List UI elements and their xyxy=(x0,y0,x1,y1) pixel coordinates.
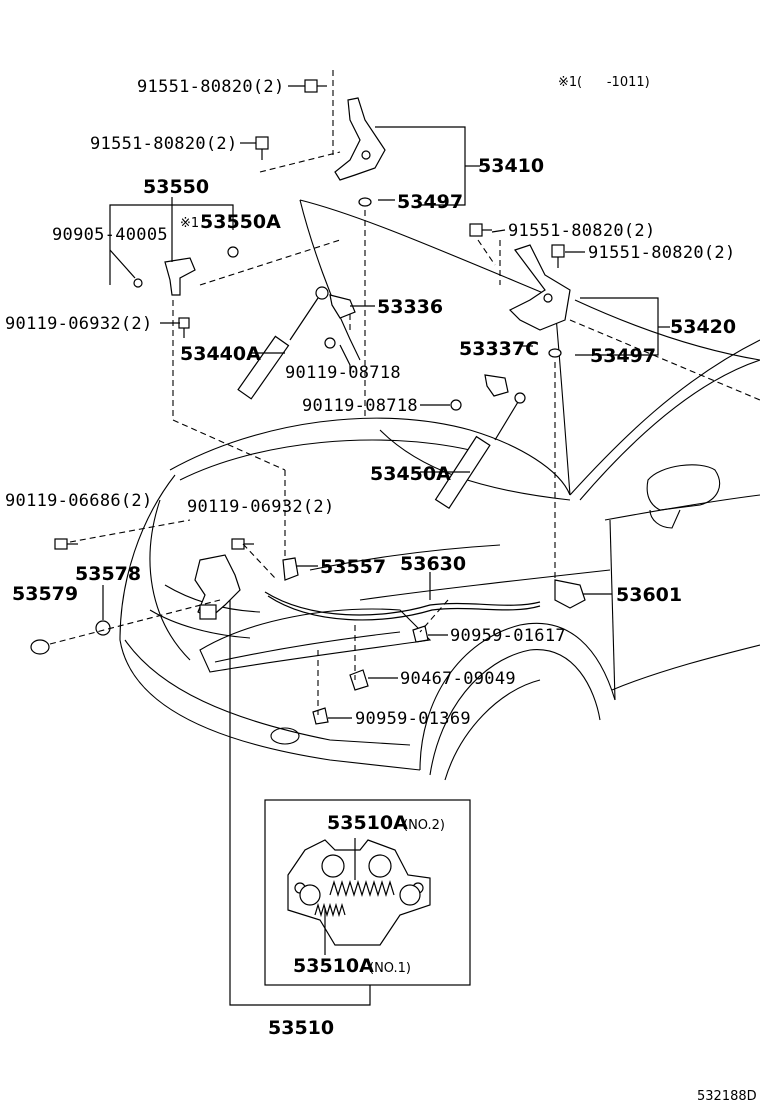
figure-code: 532188D xyxy=(697,1089,757,1104)
bolt-90119-08718-b xyxy=(450,399,462,411)
label-91551-80820-c: 91551-80820(2) xyxy=(508,221,656,241)
bolt-91551-d xyxy=(551,244,565,268)
cushion-53578 xyxy=(95,620,111,636)
label-53497-a: 53497 xyxy=(397,191,463,213)
clip-90959-01617 xyxy=(412,625,429,643)
label-53557: 53557 xyxy=(320,556,386,578)
label-53497-b: 53497 xyxy=(590,345,656,367)
lever-53601 xyxy=(554,579,586,609)
label-91551-80820-d: 91551-80820(2) xyxy=(588,243,736,263)
bolt-90119-06686 xyxy=(54,538,78,550)
label-53578: 53578 xyxy=(75,563,141,585)
label-53510A-no2: 53510A xyxy=(327,812,408,834)
bracket-53337C xyxy=(484,374,509,397)
label-53510A-no2-sub: (NO.2) xyxy=(403,818,445,833)
label-90119-08718-b: 90119-08718 xyxy=(302,396,418,416)
label-53630: 53630 xyxy=(400,553,466,575)
label-90959-01617: 90959-01617 xyxy=(450,626,566,646)
leader-lines xyxy=(49,70,760,1006)
note-text: ( -1011) xyxy=(577,75,650,90)
label-53450A: 53450A xyxy=(370,463,451,485)
label-53440A: 53440A xyxy=(180,343,261,365)
nut-90905 xyxy=(133,278,143,288)
clip-53550A xyxy=(227,246,239,258)
stopper-53579 xyxy=(30,639,50,655)
seal-53497-a xyxy=(358,197,372,207)
label-90119-06932-a: 90119-06932(2) xyxy=(5,314,153,334)
label-53550: 53550 xyxy=(143,176,209,198)
parts xyxy=(30,79,586,725)
label-90905-40005: 90905-40005 xyxy=(52,225,168,245)
label-91551-80820-b: 91551-80820(2) xyxy=(90,134,238,154)
clip-53557 xyxy=(282,557,299,581)
label-90959-01369: 90959-01369 xyxy=(355,709,471,729)
bolt-91551-c xyxy=(469,223,492,237)
bolt-90119-08718-a xyxy=(324,337,336,349)
inset-box-53510A xyxy=(264,799,471,986)
strut-53440A xyxy=(237,286,329,400)
holder-53550 xyxy=(164,257,196,296)
label-53410: 53410 xyxy=(478,155,544,177)
label-91551-80820-a: 91551-80820(2) xyxy=(137,77,285,97)
label-53337C: 53337C xyxy=(459,338,539,360)
label-53579: 53579 xyxy=(12,583,78,605)
label-53601: 53601 xyxy=(616,584,682,606)
clip-90959-01369 xyxy=(312,707,329,725)
bolt-90119-06932-a xyxy=(178,317,190,338)
label-53336: 53336 xyxy=(377,296,443,318)
hood-hinge-rh xyxy=(508,244,571,331)
labels: ※1 ( -1011) 91551-80820(2) 91551-80820(2… xyxy=(5,75,757,1104)
label-53510: 53510 xyxy=(268,1017,334,1039)
clamp-90467 xyxy=(349,669,369,691)
label-53420: 53420 xyxy=(670,316,736,338)
hood-hinge-lh xyxy=(334,97,386,181)
label-90119-06686: 90119-06686(2) xyxy=(5,491,153,511)
label-53550A: 53550A xyxy=(200,211,281,233)
bolt-91551-a xyxy=(304,79,327,93)
seal-53497-b xyxy=(548,348,562,358)
note-mark: ※1 xyxy=(558,75,577,90)
label-90467-09049: 90467-09049 xyxy=(400,669,516,689)
label-90119-06932-b: 90119-06932(2) xyxy=(187,497,335,517)
spring xyxy=(314,879,395,918)
hood-lock-53510 xyxy=(194,554,241,619)
bolt-91551-b xyxy=(255,136,269,160)
release-cable-53630 xyxy=(264,591,541,616)
bracket-53336 xyxy=(329,294,356,319)
label-53510A-no1: 53510A xyxy=(293,955,374,977)
bolt-90119-06932-b xyxy=(231,538,254,550)
label-90119-08718-a: 90119-08718 xyxy=(285,363,401,383)
car-body-outline xyxy=(119,199,760,781)
label-53550A-mark: ※1 xyxy=(180,216,199,231)
label-53510A-no1-sub: (NO.1) xyxy=(369,961,411,976)
